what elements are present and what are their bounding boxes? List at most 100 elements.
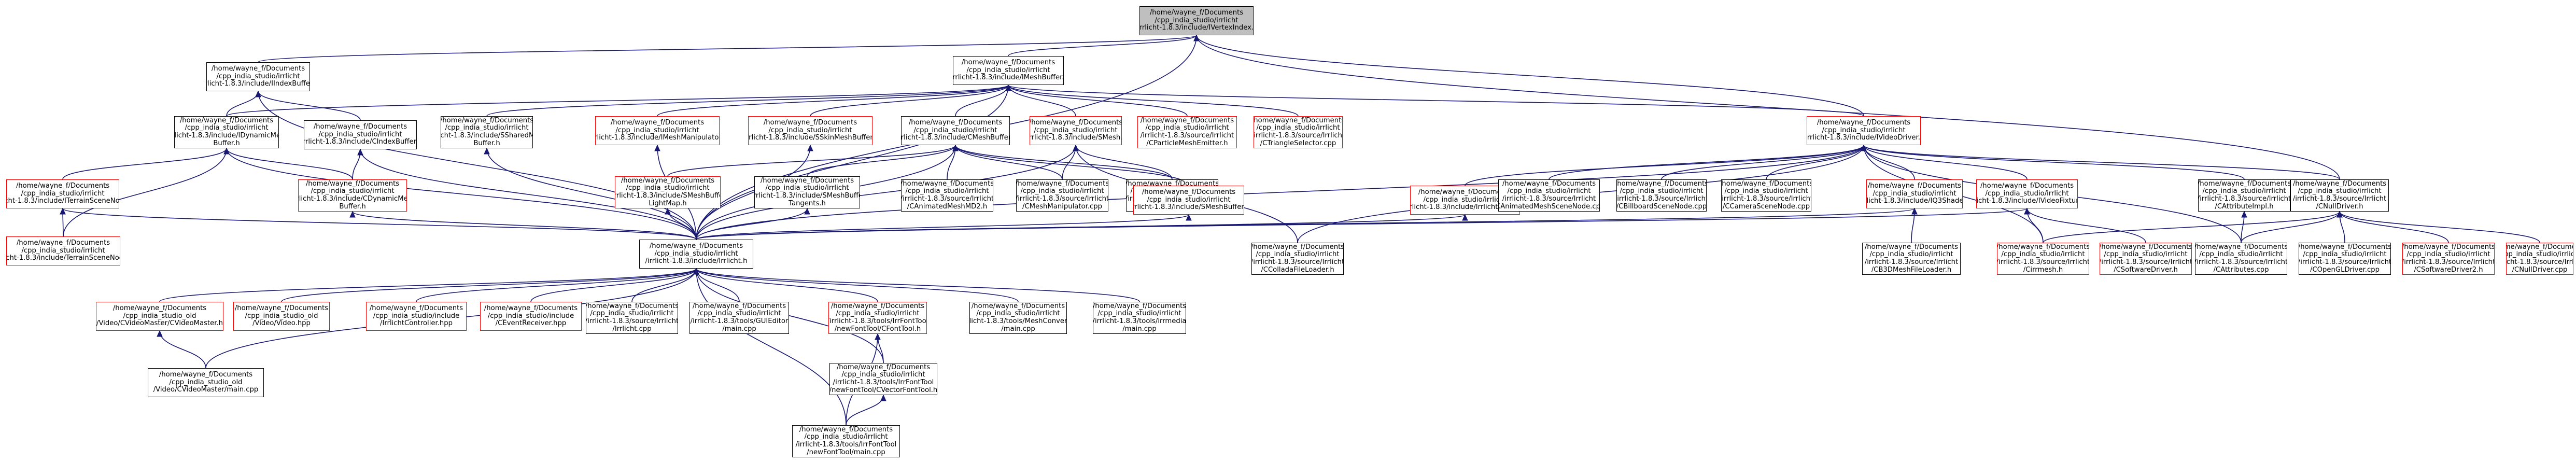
graph-node-label-line: /CAttributes.cpp	[2213, 265, 2269, 274]
graph-node-n13[interactable]: /home/wayne_f/Documents/cpp_india_studio…	[6, 179, 119, 208]
graph-node-label-line: /cpp_india_studio/irrlicht	[445, 124, 529, 132]
graph-node-n17[interactable]: /home/wayne_f/Documents/cpp_india_studio…	[901, 179, 993, 212]
graph-node-label-line: /cpp_india_studio/irrlicht	[836, 310, 920, 318]
graph-node-n18[interactable]: /home/wayne_f/Documents/cpp_india_studio…	[1016, 179, 1108, 212]
graph-node-n31[interactable]: /home/wayne_f/Documents/cpp_india_studio…	[1251, 243, 1344, 275]
graph-node-label-line: /home/wayne_f/Documents	[1817, 119, 1911, 127]
graph-node-n15[interactable]: /home/wayne_f/Documents/cpp_india_studio…	[615, 176, 721, 208]
dependency-arrowhead	[1911, 207, 1918, 215]
graph-node-n25[interactable]: /home/wayne_f/Documents/cpp_india_studio…	[1866, 179, 1963, 208]
graph-node-label-line: /home/wayne_f/Documents	[1864, 243, 1959, 251]
graph-node-label-line: /home/wayne_f/Documents	[1980, 182, 2074, 190]
graph-node-n26[interactable]: /home/wayne_f/Documents/cpp_india_studio…	[1976, 179, 2078, 208]
dependency-edge	[955, 145, 1189, 186]
graph-node-n35[interactable]: /home/wayne_f/Documents/cpp_india_studio…	[2195, 243, 2287, 275]
graph-node-n24[interactable]: /home/wayne_f/Documents/cpp_india_studio…	[1721, 179, 1811, 212]
graph-edges	[60, 34, 2540, 426]
dependency-edge	[159, 330, 206, 369]
graph-node-n23[interactable]: /home/wayne_f/Documents/cpp_india_studio…	[1616, 179, 1707, 212]
graph-node-label-line: /cpp_india_studio/irrlicht	[2406, 250, 2490, 259]
graph-node-n6[interactable]: /home/wayne_f/Documents/cpp_india_studio…	[595, 116, 720, 145]
graph-node-n37[interactable]: /home/wayne_f/Documents/cpp_india_studio…	[2402, 243, 2495, 275]
graph-node-n32[interactable]: /home/wayne_f/Documents/cpp_india_studio…	[1862, 243, 1961, 275]
dependency-edge	[1008, 85, 1188, 117]
graph-node-n45[interactable]: /home/wayne_f/Documents/cpp_india_studio…	[828, 302, 927, 334]
graph-node-label-line: /COpenGLDriver.cpp	[2310, 265, 2380, 274]
graph-node-n28[interactable]: /home/wayne_f/Documents/cpp_india_studio…	[2290, 179, 2389, 212]
graph-node-label-line: /cpp_india_studio/include	[373, 312, 460, 320]
graph-node-n20[interactable]: /home/wayne_f/Documents/cpp_india_studio…	[1133, 186, 1244, 215]
dependency-arrowhead	[2024, 207, 2030, 215]
graph-node-n46[interactable]: /home/wayne_f/Documents/cpp_india_studio…	[969, 302, 1067, 334]
graph-node-label-line: /cpp_india_studio/irrlicht	[905, 187, 989, 195]
graph-node-n36[interactable]: /home/wayne_f/Documents/cpp_india_studio…	[2299, 243, 2391, 275]
graph-node-label-line: /irrlicht-1.8.3/include/IIndexBuffer.h	[207, 80, 310, 88]
graph-node-n44[interactable]: /home/wayne_f/Documents/cpp_india_studio…	[689, 302, 789, 334]
graph-node-label-line: /home/wayne_f/Documents	[1721, 179, 1811, 188]
graph-node-n29[interactable]: /home/wayne_f/Documents/cpp_india_studio…	[6, 236, 120, 265]
graph-node-n40[interactable]: /home/wayne_f/Documents/cpp_india_studio…	[233, 302, 330, 331]
graph-node-label-line: /irrlicht-1.8.3/include/ITerrainSceneNod…	[7, 197, 119, 205]
graph-node-n27[interactable]: /home/wayne_f/Documents/cpp_india_studio…	[2198, 179, 2290, 212]
dependency-arrowhead	[157, 330, 163, 337]
graph-node-n0[interactable]: /home/wayne_f/Documents/cpp_india_studio…	[1139, 6, 1254, 35]
graph-node-label-line: /irrlicht-1.8.3/include/IQ3Shader.h	[1866, 197, 1963, 205]
graph-node-label-line: /cpp_india_studio/irrlicht	[1256, 250, 1340, 259]
graph-node-label-line: /cpp_india_studio/irrlicht	[804, 433, 888, 441]
graph-node-label-line: /CNullDriver.h	[2316, 202, 2363, 211]
graph-node-n42[interactable]: /home/wayne_f/Documents/cpp_india_studio…	[480, 302, 582, 331]
graph-node-label-line: /irrlicht-1.8.3/tools/IrrFontTool	[795, 441, 897, 449]
graph-node-label-line: /Irrlicht.cpp	[612, 325, 652, 333]
graph-node-label-line: /irrlicht-1.8.3/tools/IrrFontTool	[828, 317, 927, 325]
graph-node-n5[interactable]: /home/wayne_f/Documents/cpp_india_studio…	[441, 116, 533, 148]
graph-node-label-line: /home/wayne_f/Documents	[1142, 188, 1236, 197]
dependency-edge	[1465, 145, 1864, 186]
graph-node-n47[interactable]: /home/wayne_f/Documents/cpp_india_studio…	[1093, 302, 1186, 334]
graph-node-n30[interactable]: /home/wayne_f/Documents/cpp_india_studio…	[639, 240, 753, 269]
graph-node-label-line: /irrlicht-1.8.3/include/IVideoDriver.h	[1807, 134, 1921, 142]
graph-node-n2[interactable]: /home/wayne_f/Documents/cpp_india_studio…	[953, 56, 1064, 85]
graph-node-n1[interactable]: /home/wayne_f/Documents/cpp_india_studio…	[206, 62, 310, 91]
graph-node-n4[interactable]: /home/wayne_f/Documents/cpp_india_studio…	[304, 120, 417, 149]
graph-node-n33[interactable]: /home/wayne_f/Documents/cpp_india_studio…	[1997, 243, 2089, 275]
graph-node-n9[interactable]: /home/wayne_f/Documents/cpp_india_studio…	[1030, 116, 1122, 145]
graph-node-label-line: /home/wayne_f/Documents	[763, 119, 857, 127]
graph-node-n39[interactable]: /home/wayne_f/Documents/cpp_india_studio…	[96, 302, 223, 331]
graph-node-label-line: /home/wayne_f/Documents	[1149, 9, 1244, 17]
graph-node-label-line: /cpp_india_studio/irrlicht	[913, 126, 997, 134]
graph-node-n48[interactable]: /home/wayne_f/Documents/cpp_india_studio…	[148, 368, 264, 397]
dependency-edge	[1008, 85, 1299, 117]
graph-node-n50[interactable]: /home/wayne_f/Documents/cpp_india_studio…	[792, 425, 900, 457]
dependency-edge	[2339, 211, 2449, 243]
graph-node-n14[interactable]: /home/wayne_f/Documents/cpp_india_studio…	[298, 179, 407, 212]
graph-node-label-line: /cpp_india_studio/irrlicht	[1869, 250, 1953, 259]
graph-node-n10[interactable]: /home/wayne_f/Documents/cpp_india_studio…	[1137, 116, 1237, 148]
graph-node-label-line: /cpp_india_studio/irrlicht	[768, 126, 852, 134]
graph-node-n12[interactable]: /home/wayne_f/Documents/cpp_india_studio…	[1807, 116, 1921, 145]
graph-node-label-line: /home/wayne_f/Documents	[2507, 243, 2573, 251]
graph-node-n34[interactable]: /home/wayne_f/Documents/cpp_india_studio…	[2100, 243, 2192, 275]
dependency-edge	[63, 148, 227, 237]
graph-node-n22[interactable]: /home/wayne_f/Documents/cpp_india_studio…	[1498, 179, 1600, 212]
graph-node-n11[interactable]: /home/wayne_f/Documents/cpp_india_studio…	[1254, 116, 1343, 148]
graph-node-label-line: /cpp_india_studio/irrlicht	[654, 249, 738, 258]
dependency-edge	[696, 85, 1009, 240]
graph-node-label-line: /CParticleMeshEmitter.h	[1146, 139, 1228, 147]
dependency-arrowhead	[807, 144, 813, 151]
dependency-edge	[696, 268, 884, 363]
graph-node-label-line: /home/wayne_f/Documents	[1867, 182, 1962, 190]
graph-node-n8[interactable]: /home/wayne_f/Documents/cpp_india_studio…	[901, 116, 1010, 145]
graph-node-n3[interactable]: /home/wayne_f/Documents/cpp_india_studio…	[174, 116, 279, 148]
graph-node-label-line: /home/wayne_f/Documents	[234, 304, 329, 313]
graph-node-n7[interactable]: /home/wayne_f/Documents/cpp_india_studio…	[748, 116, 872, 145]
dependency-edge	[2241, 211, 2340, 243]
graph-node-n43[interactable]: /home/wayne_f/Documents/cpp_india_studio…	[586, 302, 678, 334]
dependency-edge	[1661, 145, 1864, 180]
dependency-edge	[696, 214, 1189, 240]
graph-node-n16[interactable]: /home/wayne_f/Documents/cpp_india_studio…	[754, 176, 860, 208]
dependency-arrowhead	[1005, 84, 1011, 91]
graph-node-n49[interactable]: /home/wayne_f/Documents/cpp_india_studio…	[829, 363, 937, 395]
graph-node-n41[interactable]: /home/wayne_f/Documents/cpp_india_studio…	[366, 302, 467, 331]
dependency-edge	[696, 268, 1140, 302]
graph-node-n38[interactable]: /home/wayne_f/Documents/cpp_india_studio…	[2506, 243, 2573, 275]
